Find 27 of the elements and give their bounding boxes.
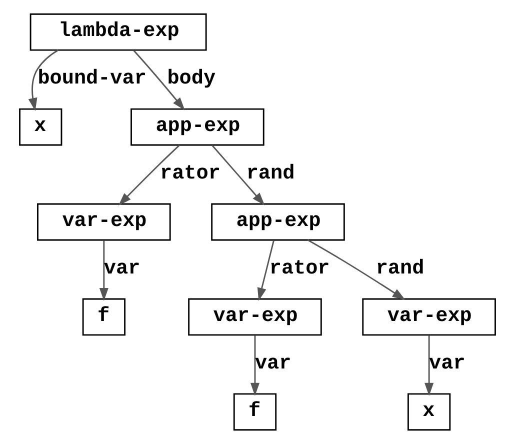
edge-label: rator xyxy=(269,257,330,280)
node-box: x xyxy=(19,108,62,146)
edge-label: bound-var xyxy=(38,67,146,90)
node-box: var-exp xyxy=(188,298,322,336)
edge-label: var xyxy=(254,352,292,376)
node-box: app-exp xyxy=(211,203,345,241)
arrow xyxy=(250,335,260,396)
node-box: lambda-exp xyxy=(30,13,207,51)
arrow xyxy=(424,335,434,396)
arrow xyxy=(257,240,274,301)
edge-label: body xyxy=(167,67,216,90)
arrow xyxy=(212,144,265,206)
arrow xyxy=(99,240,108,301)
node-box: f xyxy=(82,298,126,336)
edge-label: var xyxy=(429,352,466,376)
arrow xyxy=(118,144,180,206)
node-box: app-exp xyxy=(130,108,264,146)
node-box: var-exp xyxy=(37,203,171,241)
node-box: f xyxy=(233,393,277,431)
arrow xyxy=(133,50,185,110)
node-box: var-exp xyxy=(362,298,496,336)
edge-label: rand xyxy=(246,162,295,186)
arrow xyxy=(307,239,406,300)
node-box: x xyxy=(407,393,451,431)
edge-label: rand xyxy=(376,257,424,280)
edge-label: rator xyxy=(160,162,220,186)
arrow xyxy=(28,50,59,111)
